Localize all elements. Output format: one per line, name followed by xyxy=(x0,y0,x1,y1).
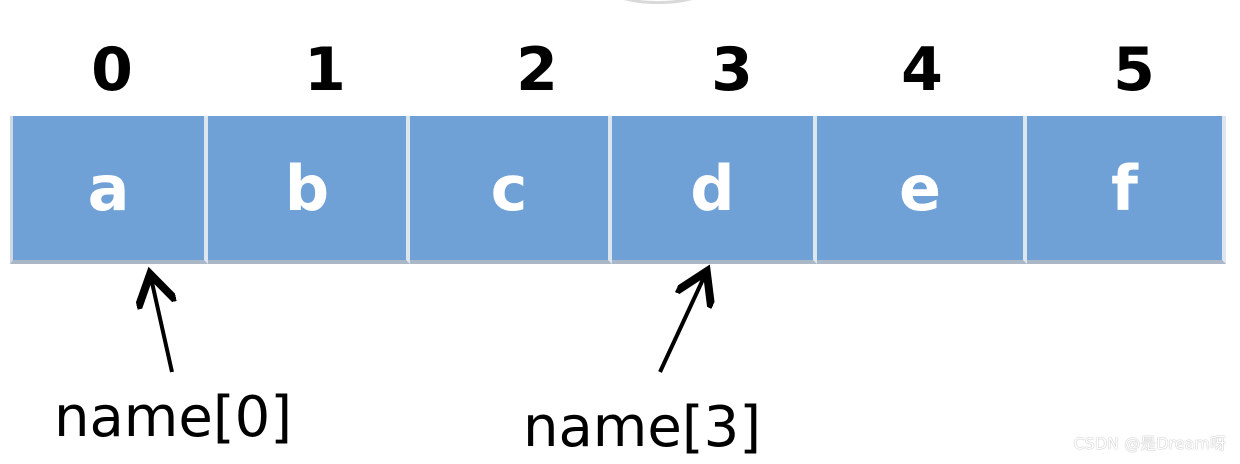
index-label-0: 0 xyxy=(91,35,133,105)
arrow-to-cell-3 xyxy=(658,275,705,373)
array-cell-3: d xyxy=(612,116,817,264)
csdn-watermark: CSDN @是Dream呀 xyxy=(1073,434,1227,453)
index-label-4: 4 xyxy=(901,35,943,105)
pointer-label-name-3: name[3] xyxy=(523,395,762,460)
index-label-5: 5 xyxy=(1113,35,1155,105)
array-cell-5: f xyxy=(1027,116,1226,264)
array-cell-2: c xyxy=(410,116,612,264)
array-row: a b c d e f xyxy=(10,116,1226,266)
array-cell-4: e xyxy=(817,116,1027,264)
pointer-label-name-0: name[0] xyxy=(54,385,293,450)
index-label-3: 3 xyxy=(711,35,753,105)
index-label-1: 1 xyxy=(304,35,346,105)
index-label-2: 2 xyxy=(516,35,558,105)
array-cell-0: a xyxy=(10,116,208,264)
array-cell-1: b xyxy=(208,116,410,264)
arrow-to-cell-0 xyxy=(151,278,172,373)
